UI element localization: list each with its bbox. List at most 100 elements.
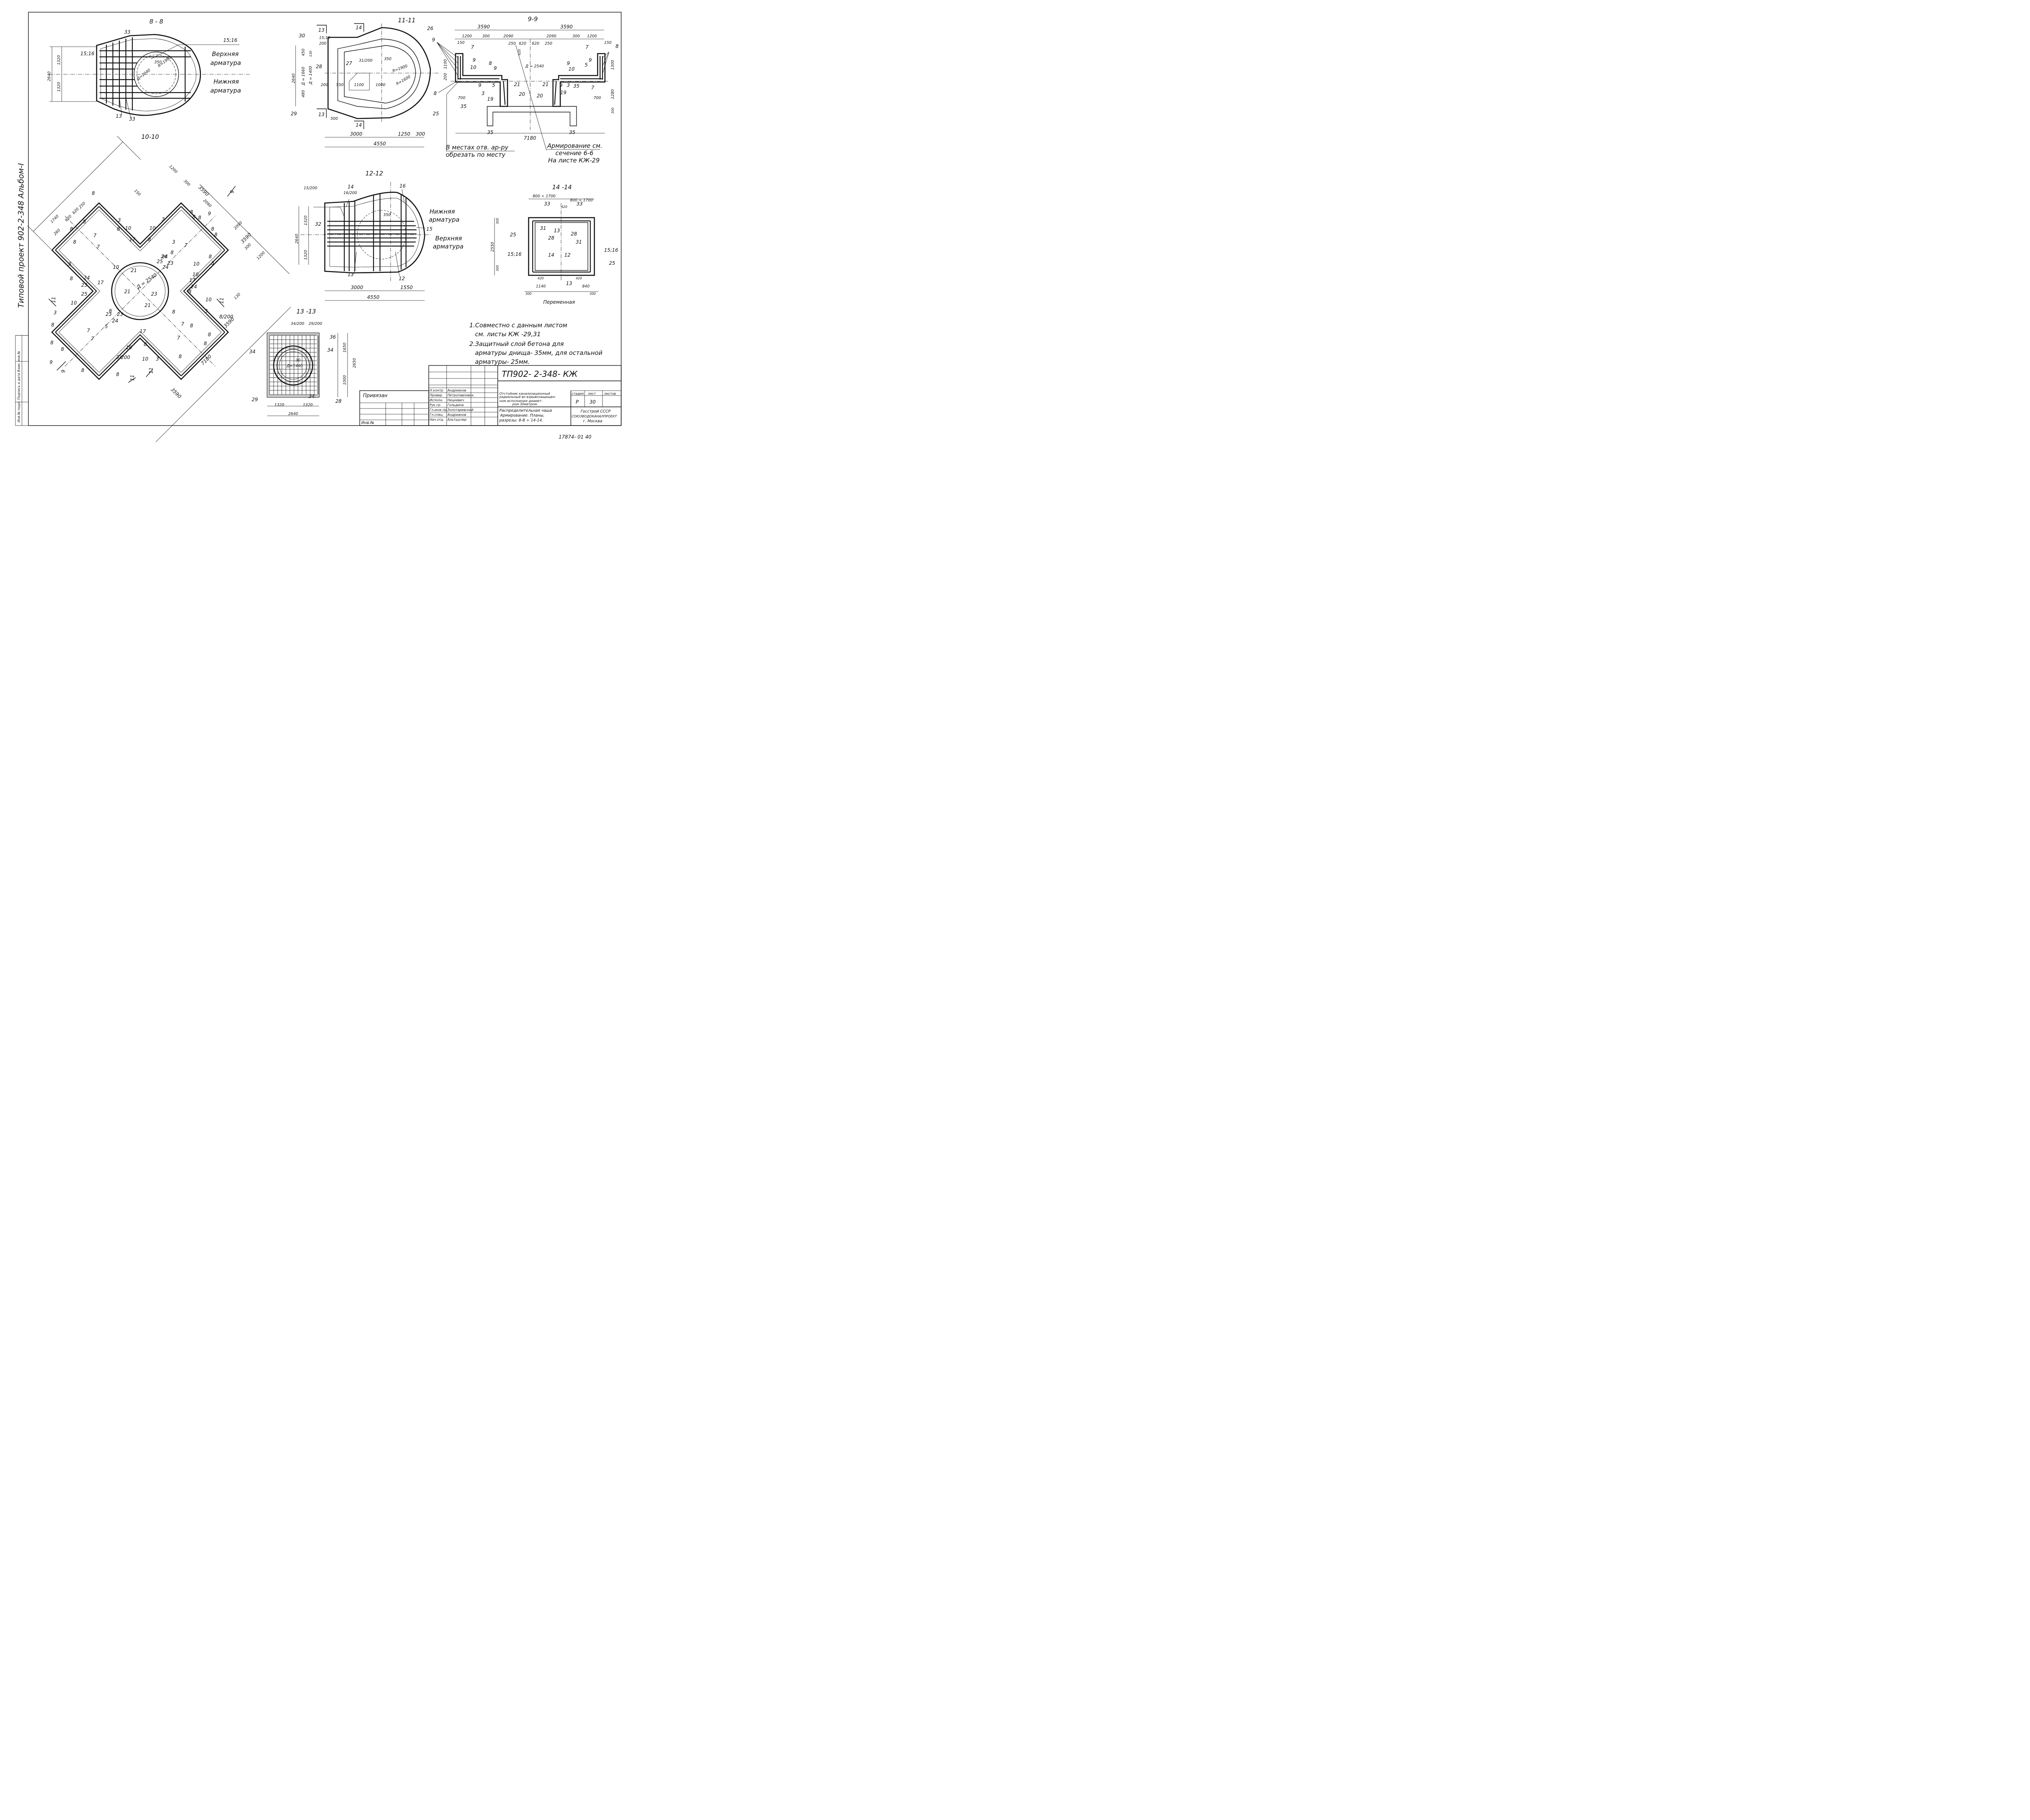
pm3-6: 3: [205, 308, 208, 314]
dim-250-b: 250: [545, 41, 552, 46]
title-block-role: Гл.спец.: [430, 413, 444, 417]
dim-420-c: 420: [576, 277, 582, 280]
label-variable: Переменная: [543, 299, 575, 305]
tb-desc4: ром 30метром.: [512, 402, 538, 406]
mark-3-a: 3: [482, 91, 485, 96]
mark-7-c: 7: [591, 85, 594, 91]
mark-10-b: 10: [568, 66, 575, 72]
mark-8-a: 8: [434, 91, 437, 96]
pm8-25: 8: [211, 226, 214, 232]
dim-350-b: 350: [384, 57, 391, 61]
pm8-8: 8: [51, 322, 54, 328]
title-9-9: 9-9: [528, 15, 538, 23]
dim-d1660: Д = 1660: [301, 67, 306, 86]
pm23-3: 23: [151, 291, 157, 297]
pm8-23: 8: [198, 215, 201, 220]
dim-d2540-9: Д = 2540: [525, 64, 544, 69]
dim-1320-a: 1320: [57, 55, 61, 65]
title-12-12: 12-12: [365, 170, 383, 177]
note-reinf-2: сечение 6-6: [555, 149, 594, 157]
pm8-22: 8: [192, 214, 196, 220]
mark-9-e: 9: [567, 61, 570, 66]
mark-29-b: 29: [252, 397, 258, 402]
pm8-24: 8: [190, 209, 193, 215]
dim-3590-c: 3590: [197, 184, 210, 197]
pm8-16: 8: [188, 289, 192, 294]
label-upper-reinf-d: арматура: [433, 243, 464, 250]
mark-32: 32: [315, 221, 321, 227]
mark-8-c: 8: [615, 43, 619, 49]
title-14-14: 14 -14: [552, 184, 572, 191]
dim-300-c: 300: [611, 108, 615, 114]
pm9-1: 9: [50, 359, 53, 365]
notes: 1.Совместно с данным листом см. листы КЖ…: [469, 322, 603, 365]
pm3-3: 3: [54, 310, 57, 316]
dim-250-a: 250: [508, 41, 516, 46]
tb-stage-v: Р: [576, 399, 579, 405]
mark-26: 26: [427, 26, 434, 31]
mark-15-16-c: 15;16: [319, 36, 330, 40]
pm23-5: 23: [106, 311, 112, 317]
label-upper-reinf-a: Верхняя: [212, 50, 239, 58]
tb-sheet-v: 30: [590, 399, 596, 405]
mark-200-11: 200: [319, 41, 326, 46]
cut-9-b: 9: [60, 370, 66, 373]
mark-5-a: 5: [492, 82, 495, 88]
mark-30: 30: [299, 33, 305, 39]
dim-300-h: 300: [525, 292, 531, 296]
dim-450: 450: [301, 49, 306, 56]
dim-2640-c: 2640: [295, 234, 299, 244]
dim-2090-c: 2090: [202, 198, 212, 208]
mark-9-d: 9: [478, 82, 482, 88]
note-1a: 1.Совместно с данным листом: [469, 322, 567, 329]
mark-7-a: 7: [471, 44, 474, 50]
pm21-2: 21: [145, 303, 151, 308]
dim-3590-b: 3590: [560, 24, 573, 30]
mark-20-a: 20: [519, 91, 525, 97]
pm8-17: 8: [172, 309, 175, 315]
cut-9-a: 9: [229, 190, 235, 193]
pm25-2: 25: [157, 259, 163, 264]
tb-org3: г. Москва: [583, 419, 603, 424]
label-lower-reinf-d: арматура: [429, 216, 460, 223]
mark-8-b: 8: [489, 61, 492, 66]
mark-29-200: 29/200: [309, 322, 322, 326]
dim-620-b: 620: [532, 41, 539, 46]
title-block-role: Провер.: [430, 393, 443, 397]
pm7-4: 7: [91, 336, 94, 342]
dim-3000-a: 3000: [350, 131, 363, 137]
mark-15-16-a: 15;16: [80, 51, 95, 56]
dim-1000-b: 1000: [343, 375, 347, 385]
tb-sheet-t2: Армирование. Планы,: [500, 413, 544, 418]
section-9-9: 9-9 3590 3590 1200 300 2090 2090 300 120…: [432, 15, 619, 164]
dim-480: 480: [301, 90, 306, 97]
mark-10-a: 10: [470, 65, 477, 70]
dim-1650: 1650: [343, 343, 347, 352]
dim-300-i: 300: [590, 292, 596, 296]
pm24-6: 24: [162, 254, 168, 259]
title-block-name: Ницкевич: [447, 398, 464, 402]
dim-820: 620: [518, 49, 521, 55]
pm7-5: 7: [184, 242, 188, 248]
dim-260: 260: [53, 228, 61, 237]
dim-840: 840: [582, 284, 590, 289]
tb-desc2: радиальный во взрывозащищен-: [499, 395, 556, 399]
section-13-13: 13 -13 Д=1440 30 34/200 29/200 36 34 34 …: [249, 308, 357, 416]
pm10-1: 10: [125, 225, 132, 231]
pm8-15: 8: [171, 250, 174, 255]
mark-9-b: 9: [473, 57, 476, 63]
pm23-4: 23: [167, 260, 173, 266]
pm3-8: 3: [211, 260, 214, 266]
mark-35-c: 35: [569, 130, 575, 135]
dim-2640-d: 2640: [288, 412, 298, 416]
dim-200-11: 200: [321, 83, 328, 87]
dim-3590-d: 3590: [240, 231, 253, 244]
mark-33-top: 33: [124, 29, 130, 35]
pm21-3: 21: [131, 268, 137, 273]
pm10-5: 10: [142, 356, 149, 362]
dim-350-c: 350: [383, 213, 391, 217]
mark-12-a: 12: [399, 276, 405, 281]
tb-desc3: ном исполнении диамет-: [499, 399, 542, 403]
title-block-role: Н.контр.: [430, 389, 444, 392]
cut-11-c: 11: [130, 375, 135, 381]
